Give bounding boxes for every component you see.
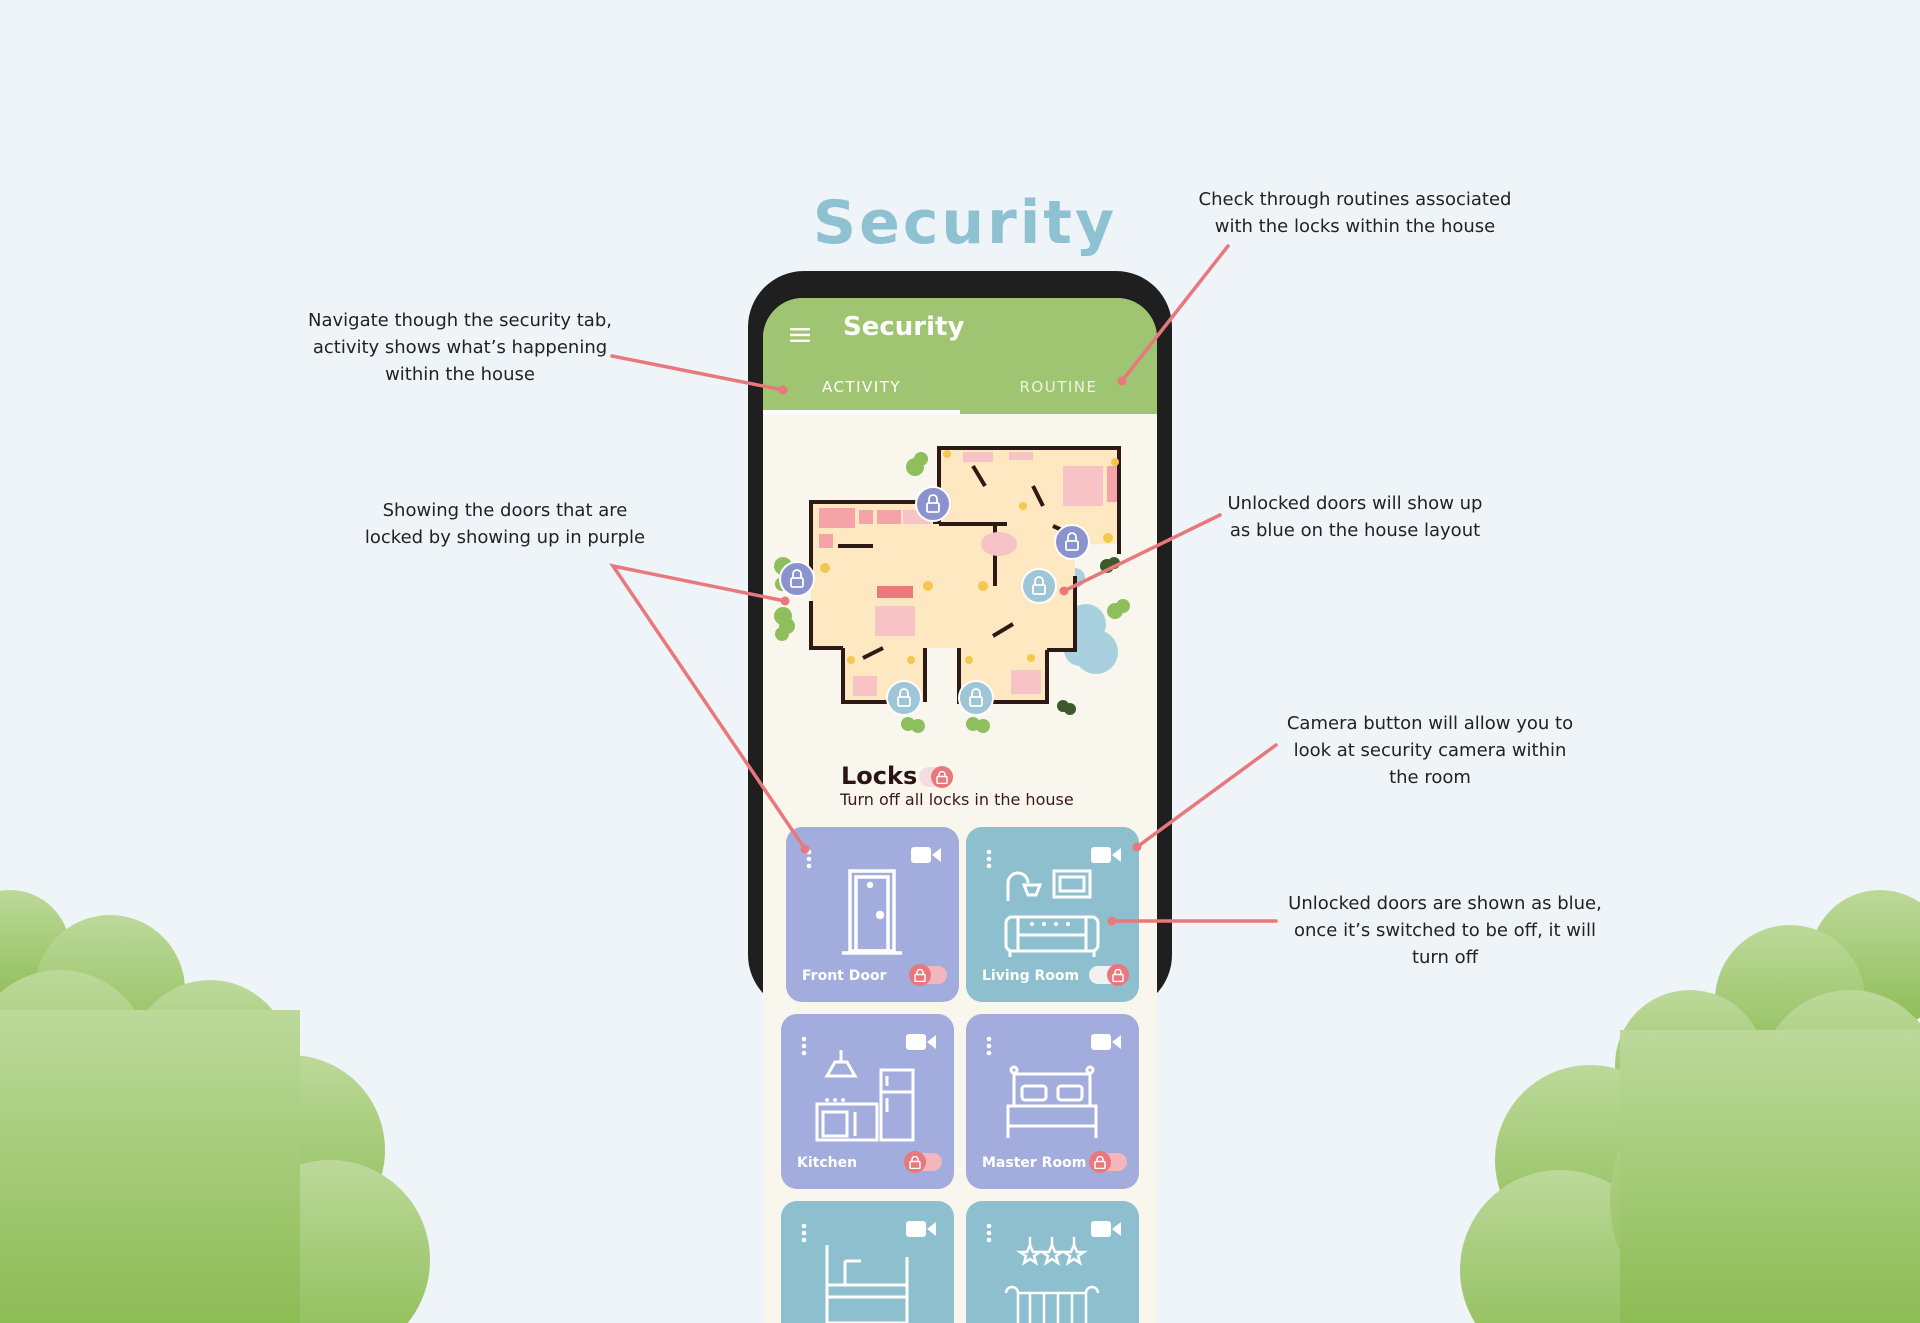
sofa-lamp-icon — [1004, 869, 1100, 957]
room-card-master-room[interactable]: Master Room — [966, 1014, 1139, 1189]
floorplan-lock-unlocked-3[interactable] — [958, 680, 994, 716]
padlock-icon — [1094, 1155, 1106, 1169]
annotation-routine: Check through routines associated with t… — [1198, 189, 1512, 237]
tab-active-indicator — [763, 410, 960, 414]
house-floorplan — [774, 446, 1130, 733]
room-card-bunk-room[interactable] — [781, 1201, 954, 1323]
master-lock-toggle[interactable] — [919, 766, 953, 788]
more-options-icon[interactable] — [986, 849, 992, 869]
more-options-icon[interactable] — [986, 1036, 992, 1056]
more-options-icon[interactable] — [986, 1223, 992, 1243]
room-card-living-room[interactable]: Living Room — [966, 827, 1139, 1002]
app-bar: Security ACTIVITY ROUTINE — [763, 298, 1157, 414]
tab-activity[interactable]: ACTIVITY — [821, 378, 902, 396]
room-card-kitchen[interactable]: Kitchen — [781, 1014, 954, 1189]
locks-subtitle: Turn off all locks in the house — [840, 790, 1074, 809]
room-card-front-door[interactable]: Front Door — [786, 827, 959, 1002]
room-name: Master Room — [982, 1155, 1087, 1171]
bed-icon — [1006, 1065, 1098, 1138]
camera-icon[interactable] — [906, 1032, 936, 1052]
more-options-icon[interactable] — [801, 1223, 807, 1243]
phone-screen: Security ACTIVITY ROUTINE — [763, 298, 1157, 1323]
camera-icon[interactable] — [911, 845, 941, 865]
room-card-nursery[interactable] — [966, 1201, 1139, 1323]
hamburger-menu-icon — [790, 328, 810, 342]
annotation-tabs: Navigate though the security tab, activi… — [308, 310, 612, 385]
locks-title: Locks — [841, 762, 918, 790]
floorplan-lock-unlocked-2[interactable] — [886, 680, 922, 716]
door-icon — [842, 869, 902, 955]
floorplan-lock-unlocked-1[interactable] — [1021, 568, 1057, 604]
crib-icon — [1004, 1237, 1100, 1323]
room-lock-toggle[interactable] — [1089, 964, 1129, 986]
room-lock-toggle[interactable] — [909, 964, 947, 986]
room-lock-toggle[interactable] — [904, 1151, 942, 1173]
camera-icon[interactable] — [1091, 845, 1121, 865]
annotation-unlocked-layout: Unlocked doors will show up as blue on t… — [1227, 493, 1483, 541]
padlock-icon — [914, 968, 926, 982]
bush-right-decoration — [1460, 890, 1920, 1323]
kitchen-icon — [815, 1050, 915, 1142]
floorplan-lock-locked-1[interactable] — [779, 561, 815, 597]
room-name: Kitchen — [797, 1155, 858, 1171]
camera-icon[interactable] — [1091, 1032, 1121, 1052]
app-title: Security — [843, 312, 965, 342]
more-options-icon[interactable] — [806, 849, 812, 869]
padlock-icon — [936, 770, 948, 784]
room-lock-toggle[interactable] — [1089, 1151, 1127, 1173]
annotation-locked: Showing the doors that are locked by sho… — [364, 500, 646, 548]
camera-icon[interactable] — [906, 1219, 936, 1239]
annotation-unlocked-cards: Unlocked doors are shown as blue, once i… — [1288, 893, 1602, 968]
menu-button[interactable] — [783, 318, 817, 352]
camera-icon[interactable] — [1091, 1219, 1121, 1239]
room-name: Front Door — [802, 968, 887, 984]
padlock-icon — [1112, 968, 1124, 982]
more-options-icon[interactable] — [801, 1036, 807, 1056]
floorplan-lock-locked-3[interactable] — [1054, 524, 1090, 560]
annotation-camera: Camera button will allow you to look at … — [1286, 713, 1574, 788]
padlock-icon — [909, 1155, 921, 1169]
bunk-bed-icon — [825, 1245, 909, 1323]
floorplan-lock-locked-2[interactable] — [915, 486, 951, 522]
page-heading: Security — [812, 188, 1118, 258]
tab-routine[interactable]: ROUTINE — [1019, 378, 1098, 396]
bush-left-decoration — [0, 890, 430, 1323]
room-name: Living Room — [982, 968, 1080, 984]
